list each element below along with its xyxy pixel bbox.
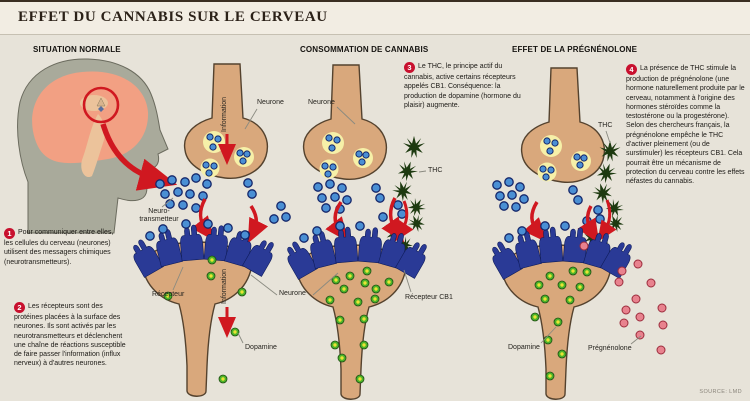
note-4-badge: 4 [626,64,637,75]
panel-3-shapes [485,67,668,400]
release-arrow [597,199,617,242]
note-2-text: Les récepteurs sont des protéines placée… [14,303,126,368]
panel-3-header: EFFET DE LA PRÉGNÉNOLONE [512,45,638,54]
panel-1-header: SITUATION NORMALE [33,45,121,54]
release-arrow [394,200,414,242]
brainstem [81,114,105,178]
label-information-top: Information [221,96,228,132]
note-3-text: Le THC, le principe actif du cannabis, a… [404,63,521,109]
note-2-badge: 2 [14,302,25,313]
brain-focus-circle [82,86,120,124]
label-information-bottom: Information [221,268,228,304]
label-neurone-top-2: Neurone [308,99,335,106]
head-illustration [17,58,178,234]
label-pregnenolone: Prégnénolone [588,345,632,352]
label-neurone-shared: Neurone [279,290,306,297]
note-3-badge: 3 [404,62,415,73]
panel-2-header: CONSOMMATION DE CANNABIS [300,45,429,54]
panel-1-shapes [126,63,291,397]
label-recepteur-cb1: Récepteur CB1 [405,294,453,301]
release-arrow [523,201,548,243]
source-credit: SOURCE: LMD [699,389,742,395]
note-1-badge: 1 [4,228,15,239]
title-bar: EFFET DU CANNABIS SUR LE CERVEAU [0,2,750,35]
note-1-text: Pour communiquer entre elles, les cellul… [4,229,114,266]
note-4-text: La présence de THC stimule la production… [626,65,745,186]
label-thc-2: THC [428,167,443,174]
release-arrow [191,198,215,242]
label-dopamine-3: Dopamine [508,344,540,351]
label-neurotransmetteur: Neuro-transmetteur [139,208,179,224]
release-arrow [577,205,600,244]
label-dopamine-1: Dopamine [245,344,277,351]
zoom-arrow [100,123,178,191]
synapse-mini-icon [98,106,104,112]
page-title: EFFET DU CANNABIS SUR LE CERVEAU [18,9,328,25]
release-arrow [247,205,269,244]
label-recepteur: Récepteur [152,291,185,298]
panel-2-shapes [280,64,433,400]
label-thc-3: THC [598,122,613,129]
label-neurone-top-1: Neurone [257,99,284,106]
leader-lines [161,106,642,345]
